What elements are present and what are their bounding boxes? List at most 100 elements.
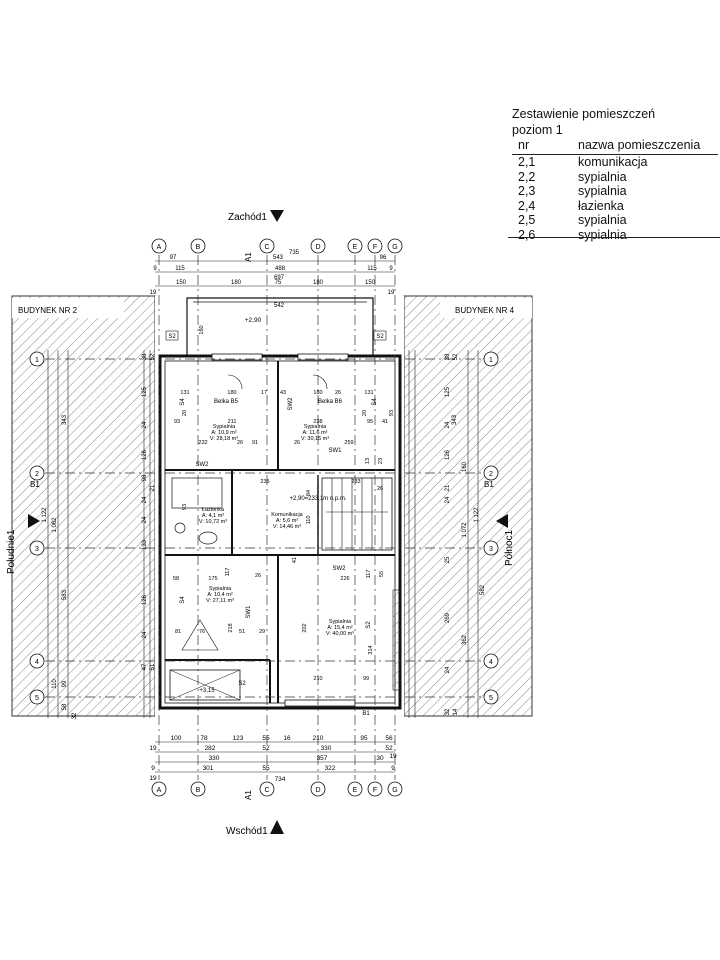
dim-label: 99	[363, 676, 369, 682]
dim-label: 13	[365, 458, 371, 464]
dim-label: 93	[182, 504, 188, 510]
wall-label: SW2	[332, 566, 346, 572]
dim-label: 96	[380, 255, 387, 261]
dim-label: 41	[382, 419, 388, 425]
row-name: łazienka	[578, 198, 624, 213]
plan-annotations: +2,90 +2,90=233,1m n.p.m. +3,15 Belka B5…	[165, 317, 387, 717]
dim-label: 24	[142, 421, 148, 428]
dim-label: 330	[321, 745, 332, 752]
axis-label: 1	[35, 357, 39, 364]
left-dimension-labels: 38 52 343 125 24 126 98 21 1 122 1 062 2…	[42, 353, 156, 719]
dim-label: 95	[367, 419, 373, 425]
dim-label: 357	[317, 755, 328, 762]
dim-label: 131	[364, 390, 373, 396]
section-a1-bottom: A1	[244, 790, 253, 800]
section-b1-right: B1	[484, 480, 494, 489]
inner-dimension-labels: 131 180 17 43 180 26 131 211 238 232 26 …	[173, 325, 395, 682]
dim-label: 542	[274, 303, 285, 309]
dim-label: 52	[385, 745, 393, 752]
right-dimension-labels: 38 52 343 125 24 126 160 21 1 122 1 072 …	[445, 353, 486, 715]
dim-label: 218	[228, 623, 234, 632]
top-dimension-labels: 735 97 543 96 9 115 488 115 9 697 19 150…	[150, 250, 395, 309]
dim-label: 24	[142, 516, 148, 523]
dim-label: 95	[360, 735, 368, 742]
dim-label: 20	[362, 410, 368, 416]
axis-label: 3	[489, 546, 493, 553]
header-nr: nr	[518, 138, 530, 152]
dim-label: 52	[150, 353, 156, 360]
dim-label: 115	[367, 266, 377, 272]
dim-label: 41	[292, 557, 298, 563]
dim-label: 24	[445, 666, 451, 673]
axis-label: A	[157, 787, 162, 794]
dim-label: 330	[209, 755, 220, 762]
dim-label: 160	[199, 325, 205, 334]
room-area: A: 5,6 m²	[276, 518, 298, 524]
left-dimensions	[47, 350, 151, 718]
dim-label: 180	[313, 280, 324, 286]
dim-label: 226	[340, 576, 349, 582]
dim-label: 76	[199, 629, 205, 635]
dim-label: 362	[462, 634, 468, 645]
dim-label: 1 122	[42, 507, 48, 523]
dim-label: 259	[344, 440, 353, 446]
axis-label: D	[315, 787, 320, 794]
dim-label: 180	[313, 390, 322, 396]
axis-label: F	[373, 244, 377, 251]
dim-label: 211	[228, 419, 237, 425]
dim-label: 126	[142, 449, 148, 460]
axis-label: 5	[489, 695, 493, 702]
dim-label: 583	[62, 589, 68, 600]
dim-label: 81	[175, 629, 181, 635]
room-volume: V: 28,18 m³	[210, 436, 238, 442]
dim-label: 543	[273, 255, 284, 261]
dim-label: 488	[275, 266, 286, 272]
dim-label: 117	[225, 568, 231, 577]
axis-label: 1	[489, 357, 493, 364]
room-volume: V: 30,15 m³	[301, 436, 329, 442]
dim-label: 16	[283, 735, 291, 742]
axis-bubbles-sides: 1 2 3 4 5 1 2 3 4 5	[29, 351, 499, 705]
dim-label: 123	[233, 735, 244, 742]
dim-label: 98	[142, 474, 148, 481]
axis-lines	[45, 255, 495, 780]
axis-label: C	[264, 244, 269, 251]
dim-label: 26	[335, 390, 341, 396]
schedule-title: Zestawienie pomieszczeń	[512, 107, 656, 121]
axis-label: E	[353, 244, 358, 251]
axis-label: A	[157, 244, 162, 251]
dim-label: 110	[52, 679, 58, 689]
axis-label: 3	[35, 546, 39, 553]
axis-label: G	[392, 787, 397, 794]
column-label: S4	[372, 398, 378, 406]
dim-label: 238	[313, 419, 322, 425]
axis-label: 2	[489, 471, 493, 478]
dim-label: 38	[445, 353, 451, 360]
axis-label: F	[373, 787, 377, 794]
level-mark: +2,90=233,1m n.p.m.	[289, 496, 346, 502]
dim-label: 21	[150, 484, 156, 491]
room-area: A: 10,4 m²	[207, 592, 233, 598]
wall-label: SW1	[328, 448, 342, 454]
dim-label: 150	[176, 280, 187, 286]
dim-label: 19	[150, 290, 157, 296]
dim-label: 75	[275, 280, 282, 286]
dim-label: 24	[445, 496, 451, 503]
right-dimensions	[408, 350, 479, 718]
dim-label: 21	[445, 484, 451, 491]
dim-label: 125	[142, 386, 148, 397]
dim-label: 25	[445, 556, 451, 563]
dim-label: 301	[203, 765, 214, 772]
dim-label: 58	[173, 576, 179, 582]
dim-label: 343	[62, 414, 68, 425]
axis-bubbles-bottom: A B C D E F G	[151, 781, 403, 797]
room-name: Sypialnia	[329, 619, 352, 625]
dim-label: 582	[480, 584, 486, 595]
dim-label: 52	[453, 353, 459, 360]
room-name: Sypialnia	[209, 586, 232, 592]
dim-label: 9	[153, 266, 157, 272]
dim-label: 343	[452, 414, 458, 425]
row-nr: 2,3	[518, 184, 536, 198]
